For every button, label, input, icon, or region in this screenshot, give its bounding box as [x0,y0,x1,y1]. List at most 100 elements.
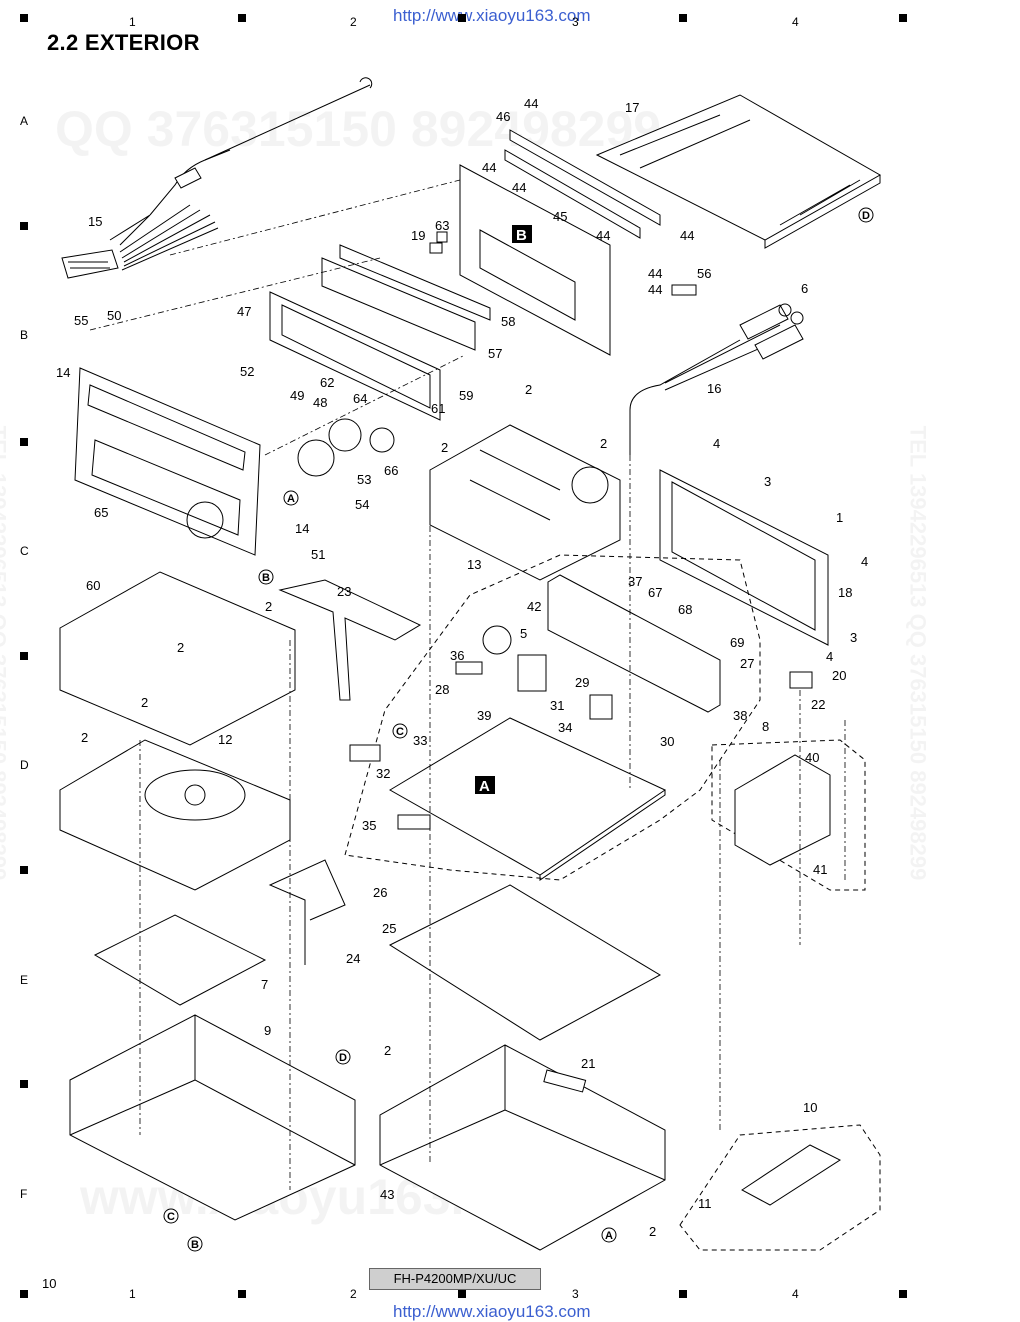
bottom-url[interactable]: http://www.xiaoyu163.com [393,1302,591,1321]
circle-b-label-2: B [191,1239,199,1251]
part-62-frame [269,291,441,421]
part-19 [429,242,443,254]
grid-mark [899,1290,907,1298]
label-52: 52 [240,364,254,379]
label-49: 49 [290,388,304,403]
label-41: 41 [813,862,827,877]
part-labels: 44 46 17 44 44 45 44 44 44 44 56 6 15 63… [56,96,868,1239]
label-3: 3 [764,474,771,489]
label-2: 2 [649,1224,656,1239]
box-a [475,776,495,794]
circle-b-label: B [262,572,270,584]
grid-mark [679,1290,687,1298]
label-44: 44 [680,228,694,243]
grid-col-2-top: 2 [350,15,357,29]
part-20 [789,671,813,689]
part-b-bracket [459,129,661,356]
part-35 [397,814,431,830]
label-29: 29 [575,675,589,690]
grid-row-e: E [20,973,29,987]
part-13-mechanism [429,424,621,581]
label-25: 25 [382,921,396,936]
grid-row-b: B [20,328,29,342]
label-3: 3 [850,630,857,645]
circled-callouts: D A B C D C B A [163,207,874,1252]
label-34: 34 [558,720,572,735]
label-44: 44 [648,282,662,297]
label-32: 32 [376,766,390,781]
label-51: 51 [311,547,325,562]
box-b-label: B [516,227,527,244]
boxed-callouts: B A [475,225,532,795]
label-2: 2 [600,436,607,451]
dashed-group-8 [711,739,866,891]
grid-col-1-bottom: 1 [129,1287,136,1301]
label-2: 2 [384,1043,391,1058]
part-7-pcb [93,914,267,1006]
label-28: 28 [435,682,449,697]
label-47: 47 [237,304,251,319]
part-63 [436,231,448,243]
part-15-wiring-harness [61,77,373,279]
part-53 [297,439,335,477]
part-58-strip [339,244,491,321]
label-46: 46 [496,109,510,124]
part-17-top-cover [595,94,882,249]
label-36: 36 [450,648,464,663]
grid-mark [238,1290,246,1298]
label-53: 53 [357,472,371,487]
label-40: 40 [805,750,819,765]
label-9: 9 [264,1023,271,1038]
label-38: 38 [733,708,747,723]
label-14: 14 [295,521,309,536]
label-21: 21 [581,1056,595,1071]
grid-mark [20,222,28,230]
label-69: 69 [730,635,744,650]
label-12: 12 [218,732,232,747]
label-44: 44 [512,180,526,195]
label-39: 39 [477,708,491,723]
label-2: 2 [141,695,148,710]
circle-d-label-2: D [339,1052,347,1064]
grid-mark [20,652,28,660]
label-67: 67 [648,585,662,600]
label-10: 10 [803,1100,817,1115]
grid-col-4-bottom: 4 [792,1287,799,1301]
label-66: 66 [384,463,398,478]
label-54: 54 [355,497,369,512]
part-18-rear-bracket [659,469,829,646]
grid-mark [458,1290,466,1298]
label-50: 50 [107,308,121,323]
grid-mark [20,1290,28,1298]
label-20: 20 [832,668,846,683]
label-5: 5 [520,626,527,641]
grid-mark [458,14,466,22]
label-15: 15 [88,214,102,229]
label-8: 8 [762,719,769,734]
part-42-bracket [547,574,721,713]
label-31: 31 [550,698,564,713]
label-24: 24 [346,951,360,966]
label-2: 2 [525,382,532,397]
part-24-cable [268,859,346,965]
part-23-flex-cable [278,579,422,701]
grid-mark [20,866,28,874]
part-36 [455,661,483,675]
label-58: 58 [501,314,515,329]
grid-col-3-bottom: 3 [572,1287,579,1301]
part-16-rca-cable [629,303,804,455]
label-43: 43 [380,1187,394,1202]
label-62: 62 [320,375,334,390]
part-34 [589,694,613,720]
label-2: 2 [81,730,88,745]
part-25-plate [388,884,662,1041]
label-2: 2 [177,640,184,655]
label-6: 6 [801,281,808,296]
label-26: 26 [373,885,387,900]
grid-col-3-top: 3 [572,15,579,29]
label-68: 68 [678,602,692,617]
label-60: 60 [86,578,100,593]
top-url[interactable]: http://www.xiaoyu163.com [393,6,591,25]
label-55: 55 [74,313,88,328]
label-4: 4 [861,554,868,569]
